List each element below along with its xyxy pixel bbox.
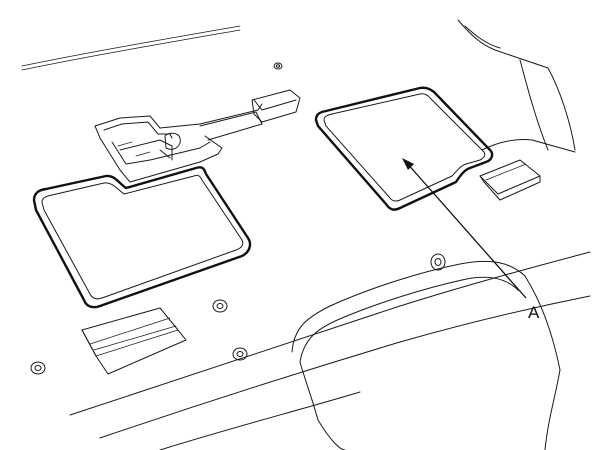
recessed-well: [291, 260, 561, 450]
callout-a: A: [402, 158, 540, 322]
lower-edge-lines: [69, 251, 591, 450]
body-panel-outline: [21, 19, 576, 153]
left-sealed-panel: [32, 166, 252, 309]
latch-assembly: [94, 89, 301, 183]
clip-lower: [232, 347, 248, 361]
callout-a-label: A: [528, 303, 540, 322]
callout-a-arrowhead: [402, 158, 414, 170]
clip-mid: [212, 299, 228, 313]
right-sealed-panel: [314, 86, 494, 211]
fastener-clips: [30, 62, 446, 375]
right-tag: [479, 159, 541, 201]
callout-a-leader: [405, 161, 527, 299]
clip-top: [273, 62, 283, 70]
clip-left: [30, 361, 46, 375]
lower-left-tag: [81, 307, 187, 375]
clip-right: [430, 253, 446, 271]
